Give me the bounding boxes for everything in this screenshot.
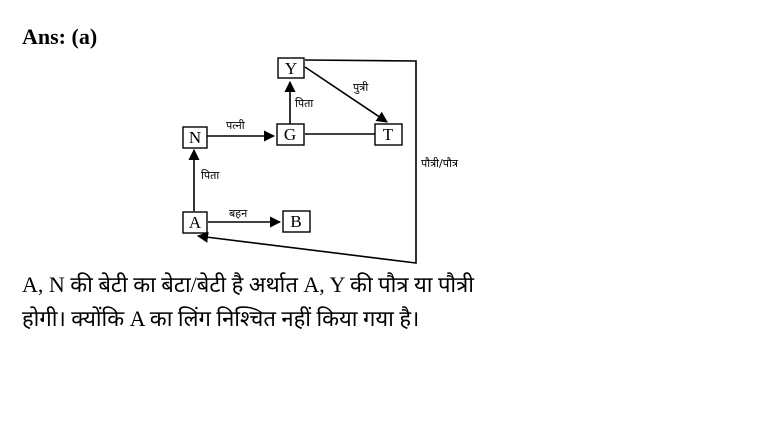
explanation-text: A, N की बेटी का बेटा/बेटी है अर्थात A, Y…	[22, 268, 722, 336]
answer-label: Ans: (a)	[22, 24, 98, 49]
edge-y-t	[304, 66, 388, 123]
node-label-a: A	[189, 213, 202, 232]
node-a: A	[182, 211, 208, 234]
explanation-line-1: A, N की बेटी का बेटा/बेटी है अर्थात A, Y…	[22, 272, 474, 297]
node-label-b: B	[290, 212, 301, 231]
node-label-g: G	[284, 125, 296, 144]
node-label-n: N	[189, 128, 201, 147]
node-label-y: Y	[285, 59, 297, 78]
node-n: N	[182, 126, 208, 149]
explanation-line-2: होगी। क्योंकि A का लिंग निश्चित नहीं किय…	[22, 306, 420, 331]
node-b: B	[282, 210, 311, 233]
node-t: T	[374, 123, 403, 146]
node-g: G	[276, 123, 305, 146]
edge-label-y-a: पौत्री/पौत्र	[421, 157, 459, 170]
edge-label-n-g: पत्नी	[226, 119, 245, 132]
edge-y-a-loop	[196, 59, 417, 264]
edge-label-g-y: पिता	[295, 97, 313, 110]
node-label-t: T	[383, 125, 394, 144]
node-y: Y	[277, 57, 305, 79]
edge-label-a-n: पिता	[201, 169, 219, 182]
edge-label-a-b: बहन	[229, 207, 248, 220]
edge-label-y-t: पुत्री	[353, 81, 368, 94]
